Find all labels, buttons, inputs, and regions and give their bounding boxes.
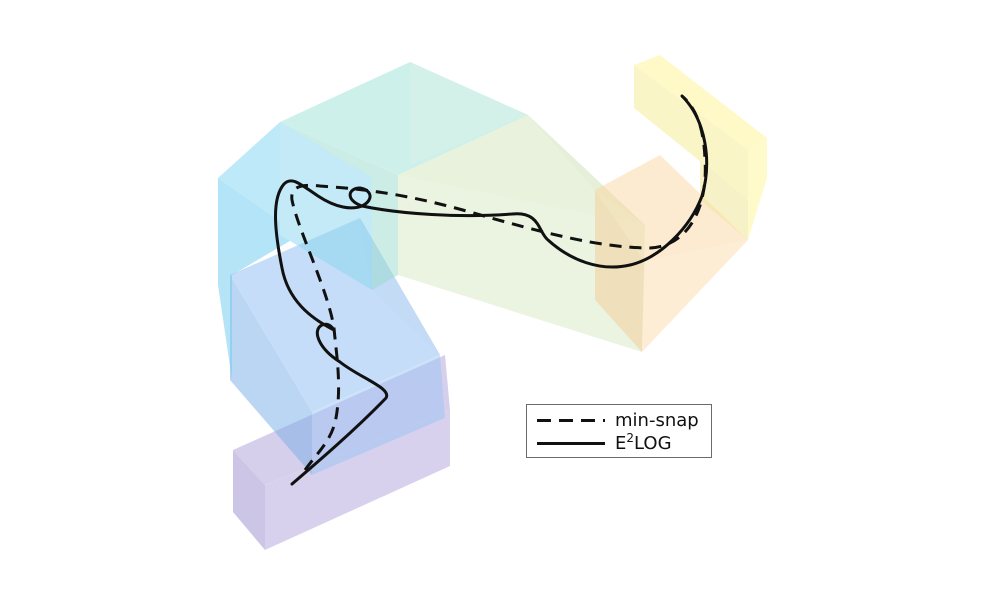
corridor-segment-7 bbox=[634, 55, 767, 240]
legend-entry-min-snap: min-snap bbox=[537, 409, 701, 432]
corridor-7-top bbox=[634, 55, 767, 150]
corridor-7-right bbox=[748, 138, 767, 240]
legend-label-min-snap: min-snap bbox=[615, 409, 699, 431]
dashed-line-swatch bbox=[537, 419, 605, 422]
corridor-1-left bbox=[233, 450, 265, 550]
corridor-4-front bbox=[280, 122, 398, 290]
corridor-4-back bbox=[410, 62, 528, 165]
e2log-trajectory bbox=[274, 94, 709, 486]
corridor-segment-4 bbox=[280, 62, 528, 290]
legend-label-e2log-sup: 2 bbox=[626, 430, 635, 445]
corridor-6-left bbox=[595, 190, 645, 352]
corridor-3-left bbox=[218, 178, 300, 380]
legend-label-e2log-rest: LOG bbox=[634, 432, 672, 454]
corridor-1-front bbox=[265, 410, 450, 550]
corridor-segment-6 bbox=[595, 155, 748, 352]
corridor-5-top bbox=[398, 115, 645, 270]
corridor-6-front bbox=[642, 240, 748, 352]
legend-entry-e2log: E2LOG bbox=[537, 432, 701, 455]
corridor-2-front bbox=[312, 355, 445, 475]
corridor-6-top bbox=[595, 155, 748, 262]
corridor-5-front bbox=[398, 175, 645, 352]
legend: min-snap E2LOG bbox=[526, 404, 712, 458]
corridor-2-left bbox=[230, 275, 312, 475]
corridor-7-left bbox=[634, 65, 748, 200]
legend-label-e2log-base: E bbox=[615, 432, 627, 454]
legend-label-e2log: E2LOG bbox=[615, 430, 672, 454]
min-snap-trajectory bbox=[290, 94, 707, 471]
solid-line-swatch bbox=[537, 442, 605, 445]
corridor-7-inner bbox=[700, 160, 748, 240]
